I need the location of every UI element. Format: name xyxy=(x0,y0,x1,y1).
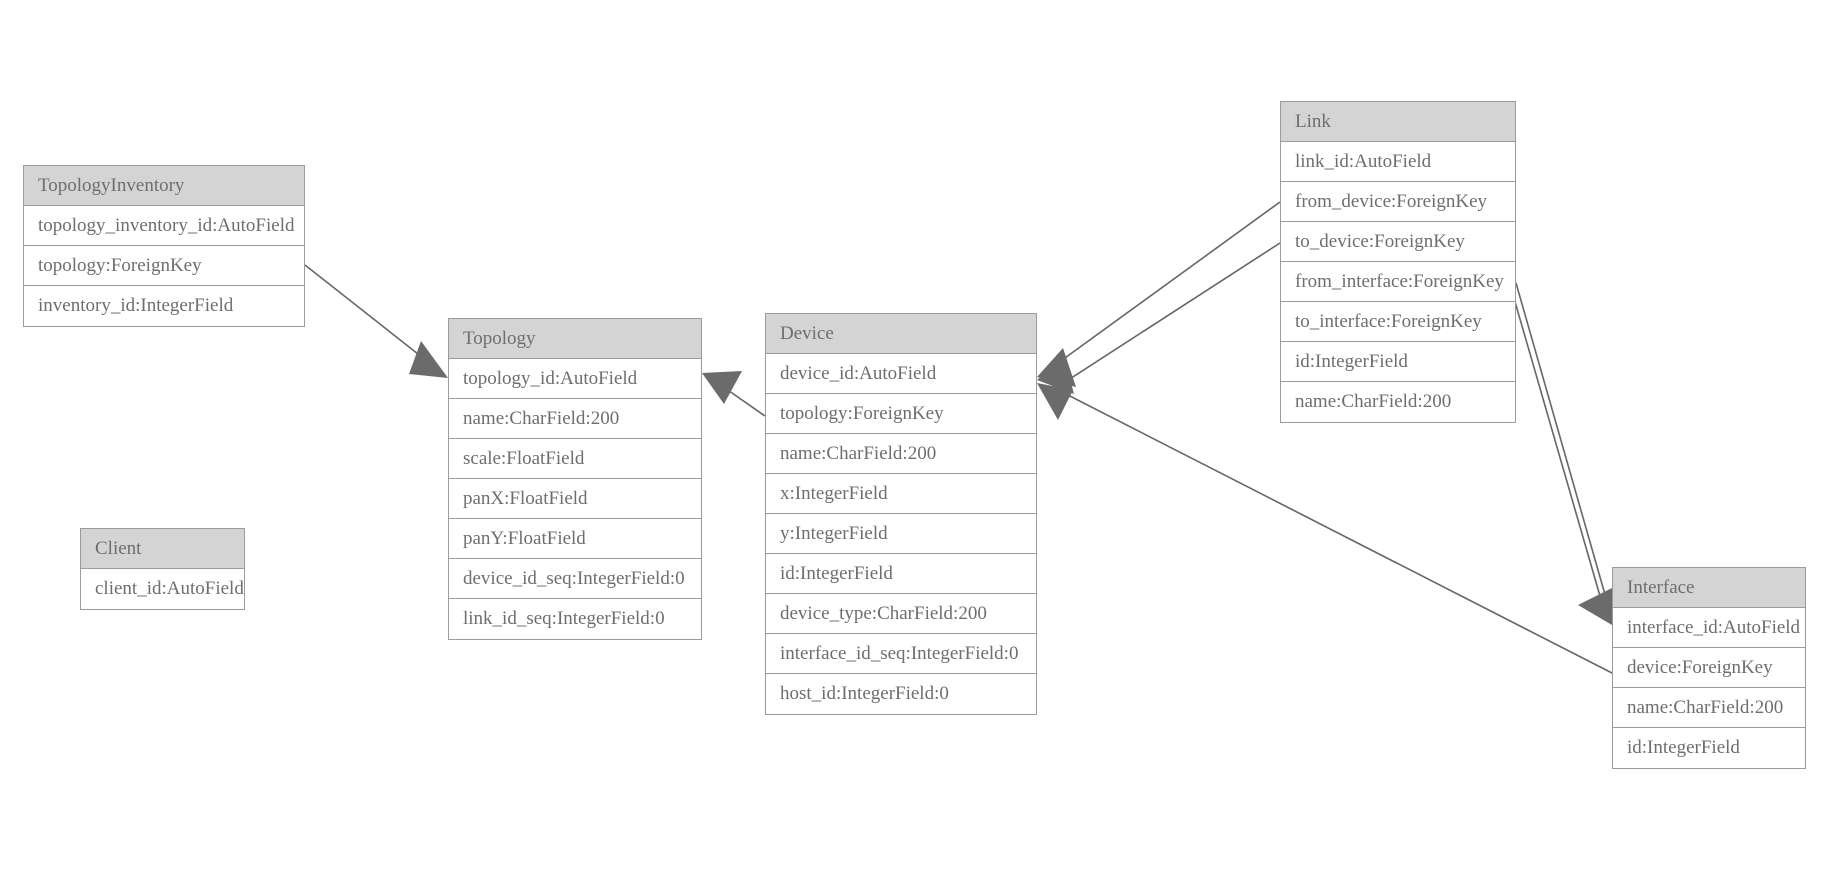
entity-field-row[interactable]: interface_id:AutoField xyxy=(1613,608,1805,648)
entity-header-topology: Topology xyxy=(449,319,701,359)
arrowhead-icon xyxy=(409,341,448,378)
relationship-interface-device xyxy=(1037,383,1613,674)
entity-header-device: Device xyxy=(766,314,1036,354)
entity-header-link: Link xyxy=(1281,102,1515,142)
entity-field-row[interactable]: device_id_seq:IntegerField:0 xyxy=(449,559,701,599)
entity-field-row[interactable]: name:CharField:200 xyxy=(766,434,1036,474)
entity-field-row[interactable]: name:CharField:200 xyxy=(449,399,701,439)
entity-topologyinventory[interactable]: TopologyInventory topology_inventory_id:… xyxy=(23,165,305,327)
edge-line xyxy=(304,264,438,370)
entity-field-row[interactable]: inventory_id:IntegerField xyxy=(24,286,304,326)
relationship-link-from-device xyxy=(1037,201,1281,387)
entity-field-row[interactable]: host_id:IntegerField:0 xyxy=(766,674,1036,714)
entity-field-row[interactable]: scale:FloatField xyxy=(449,439,701,479)
entity-field-row[interactable]: interface_id_seq:IntegerField:0 xyxy=(766,634,1036,674)
entity-field-row[interactable]: link_id_seq:IntegerField:0 xyxy=(449,599,701,639)
entity-field-row[interactable]: from_device:ForeignKey xyxy=(1281,182,1515,222)
arrowhead-icon xyxy=(1578,588,1612,625)
entity-topology[interactable]: Topology topology_id:AutoField name:Char… xyxy=(448,318,702,640)
entity-field-row[interactable]: id:IntegerField xyxy=(766,554,1036,594)
edge-line xyxy=(1057,201,1281,364)
edge-line xyxy=(1061,391,1613,674)
entity-field-row[interactable]: link_id:AutoField xyxy=(1281,142,1515,182)
entity-field-row[interactable]: from_interface:ForeignKey xyxy=(1281,262,1515,302)
entity-field-row[interactable]: topology:ForeignKey xyxy=(24,246,304,286)
entity-interface[interactable]: Interface interface_id:AutoField device:… xyxy=(1612,567,1806,769)
edge-line xyxy=(1061,242,1281,385)
entity-field-row[interactable]: id:IntegerField xyxy=(1613,728,1805,768)
entity-device[interactable]: Device device_id:AutoField topology:Fore… xyxy=(765,313,1037,715)
entity-field-row[interactable]: to_interface:ForeignKey xyxy=(1281,302,1515,342)
arrowhead-icon xyxy=(1037,383,1073,420)
entity-field-row[interactable]: topology_inventory_id:AutoField xyxy=(24,206,304,246)
entity-field-row[interactable]: topology:ForeignKey xyxy=(766,394,1036,434)
entity-client[interactable]: Client client_id:AutoField xyxy=(80,528,245,610)
entity-field-row[interactable]: device_id:AutoField xyxy=(766,354,1036,394)
edge-line xyxy=(1508,280,1601,597)
entity-field-row[interactable]: device:ForeignKey xyxy=(1613,648,1805,688)
relationship-topologyinventory-topology xyxy=(304,264,448,378)
entity-field-row[interactable]: device_type:CharField:200 xyxy=(766,594,1036,634)
entity-link[interactable]: Link link_id:AutoField from_device:Forei… xyxy=(1280,101,1516,423)
entity-field-row[interactable]: id:IntegerField xyxy=(1281,342,1515,382)
relationship-device-topology xyxy=(702,371,766,417)
entity-field-row[interactable]: x:IntegerField xyxy=(766,474,1036,514)
entity-header-interface: Interface xyxy=(1613,568,1805,608)
entity-field-row[interactable]: panY:FloatField xyxy=(449,519,701,559)
entity-field-row[interactable]: to_device:ForeignKey xyxy=(1281,222,1515,262)
arrowhead-icon xyxy=(702,371,742,404)
entity-header-client: Client xyxy=(81,529,244,569)
entity-field-row[interactable]: topology_id:AutoField xyxy=(449,359,701,399)
arrowhead-icon xyxy=(1037,356,1074,394)
entity-field-row[interactable]: panX:FloatField xyxy=(449,479,701,519)
entity-field-row[interactable]: name:CharField:200 xyxy=(1613,688,1805,728)
entity-header-topologyinventory: TopologyInventory xyxy=(24,166,304,206)
relationship-link-interface xyxy=(1508,280,1612,625)
entity-field-row[interactable]: name:CharField:200 xyxy=(1281,382,1515,422)
edge-line xyxy=(1515,282,1607,599)
relationship-link-to-device xyxy=(1037,242,1281,394)
entity-field-row[interactable]: client_id:AutoField xyxy=(81,569,244,609)
entity-field-row[interactable]: y:IntegerField xyxy=(766,514,1036,554)
